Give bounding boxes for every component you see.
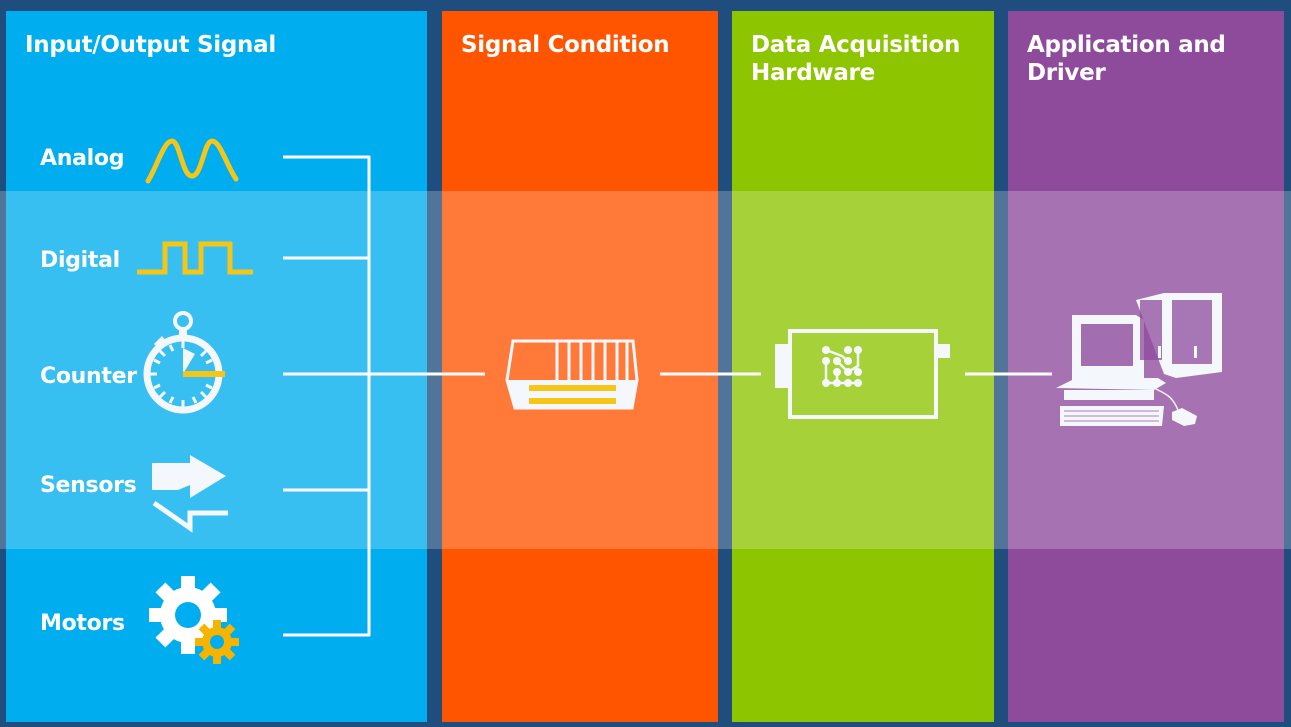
column-title-line: Hardware (751, 60, 875, 86)
column-title-line: Driver (1027, 60, 1106, 86)
column-title: Data Acquisition Hardware (751, 31, 960, 87)
column-signal-condition: Signal Condition (442, 11, 718, 722)
sine-wave-icon (145, 138, 239, 184)
stopwatch-icon (143, 311, 225, 414)
daq-board-icon (775, 329, 950, 419)
column-title: Input/Output Signal (25, 32, 276, 58)
column-application-and-driver: Application and Driver (1008, 11, 1284, 722)
square-wave-icon (137, 241, 253, 275)
column-title-line: Data Acquisition (751, 32, 961, 58)
column-title-line: Application and (1027, 32, 1226, 58)
sensor-arrows-icon (152, 455, 228, 533)
signal-conditioning-module-icon (505, 339, 639, 410)
signal-label-sensors: Sensors (40, 473, 137, 498)
signal-label-analog: Analog (40, 146, 125, 171)
column-title: Application and Driver (1027, 31, 1226, 87)
column-title: Signal Condition (461, 32, 670, 58)
signal-label-motors: Motors (40, 611, 125, 636)
signal-label-digital: Digital (40, 248, 120, 273)
signal-label-counter: Counter (40, 364, 137, 389)
gears-icon (149, 576, 239, 664)
desktop-computer-icon (1056, 293, 1222, 426)
